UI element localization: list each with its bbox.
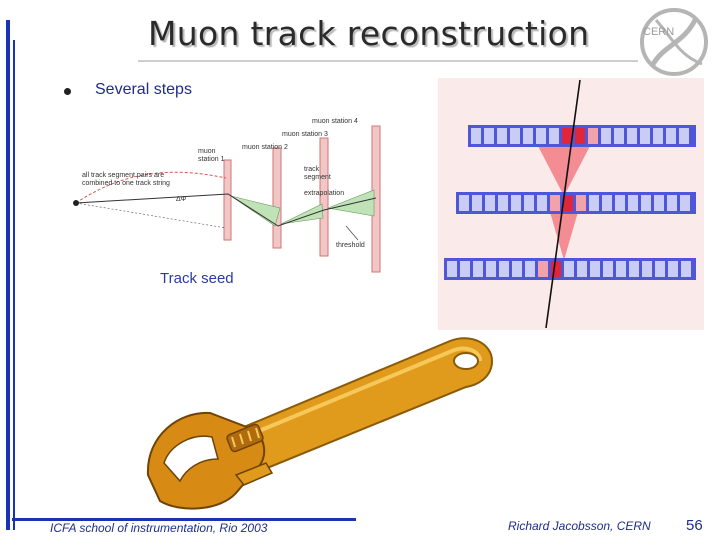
cern-logo-text: CERN <box>643 26 675 38</box>
schematic-drawing <box>73 125 381 273</box>
label-threshold: threshold <box>336 242 365 249</box>
label-station-3: muon station 3 <box>282 131 328 138</box>
cern-logo-icon <box>640 8 708 76</box>
label-track-segment: track segment <box>304 166 331 181</box>
footer-author: Richard Jacobsson, CERN <box>508 519 651 533</box>
title-underline <box>138 60 638 62</box>
left-accent-bar <box>6 20 10 530</box>
page-number: 56 <box>686 517 703 534</box>
bullet-dot <box>64 88 71 95</box>
chamber-layer-middle <box>456 192 696 214</box>
label-segment-pairs: all track segment pairs are combined to … <box>82 172 170 187</box>
label-station-4: muon station 4 <box>312 118 358 125</box>
chamber-layer-bottom <box>444 258 696 280</box>
slide-title: Muon track reconstruction <box>148 14 590 53</box>
wrench-icon <box>146 337 494 510</box>
track-seed-figure <box>438 78 704 330</box>
chamber-layer-top <box>468 125 696 147</box>
footer-event: ICFA school of instrumentation, Rio 2003 <box>50 521 268 535</box>
muon-track-line <box>545 79 581 329</box>
bullet-text: Several steps <box>95 81 192 98</box>
left-accent-bar-thin <box>13 40 15 530</box>
label-station-2: muon station 2 <box>242 144 288 151</box>
label-delta-phi: ΔΦ <box>176 196 187 203</box>
footer-rule <box>12 518 356 521</box>
label-station-1: muon station 1 <box>198 148 225 163</box>
label-extrapolation: extrapolation <box>304 190 345 197</box>
muon-station-schematic: muon station 4 muon station 3 muon stati… <box>68 108 386 274</box>
figure-caption: Track seed <box>160 270 234 287</box>
